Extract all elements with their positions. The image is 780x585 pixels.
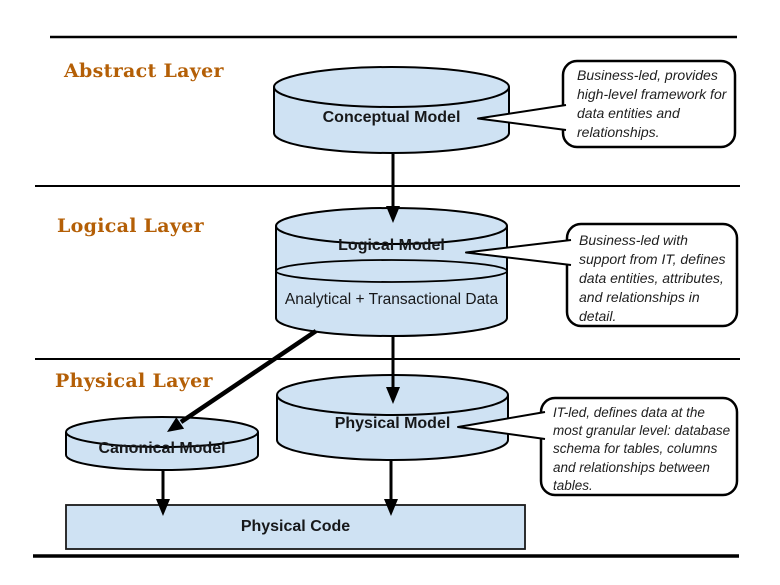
callout-physical-tail xyxy=(457,411,546,440)
callout-logical-tail xyxy=(465,239,572,266)
physical-code-box xyxy=(65,504,526,550)
logical-model-label: Logical Model xyxy=(338,237,445,254)
callout-abstract-tail xyxy=(477,104,567,131)
arrow-physical-to-code xyxy=(384,461,398,516)
canonical-model-cylinder xyxy=(65,416,259,471)
canonical-model-label: Canonical Model xyxy=(98,440,226,457)
physical-model-label: Physical Model xyxy=(334,415,451,432)
callout-logical-bubble xyxy=(465,222,739,328)
physical-code-label: Physical Code xyxy=(240,518,351,535)
callout-abstract-text: Business-led, provides high-level framew… xyxy=(577,67,727,141)
arrow-logical-to-physical xyxy=(386,336,400,404)
arrow-canonical-to-code xyxy=(156,470,170,516)
conceptual-model-cylinder xyxy=(273,66,510,154)
logical-cylinder-divider xyxy=(275,259,508,283)
arrow-logical-to-canonical xyxy=(167,329,318,432)
callout-logical-text: Business-led with support from IT, defin… xyxy=(579,232,726,325)
abstract-layer-label: Abstract Layer xyxy=(64,60,224,82)
logical-model-sublabel: Analytical + Transactional Data xyxy=(284,291,499,308)
conceptual-model-label: Conceptual Model xyxy=(322,109,461,126)
callout-abstract-bubble xyxy=(477,59,737,149)
logical-layer-label: Logical Layer xyxy=(57,215,204,237)
callout-physical-bubble xyxy=(457,396,739,497)
callout-physical-text: IT-led, defines data at the most granula… xyxy=(553,405,731,493)
logical-model-cylinder xyxy=(275,207,508,337)
physical-layer-label: Physical Layer xyxy=(55,370,213,392)
arrow-conceptual-to-logical xyxy=(386,154,400,223)
